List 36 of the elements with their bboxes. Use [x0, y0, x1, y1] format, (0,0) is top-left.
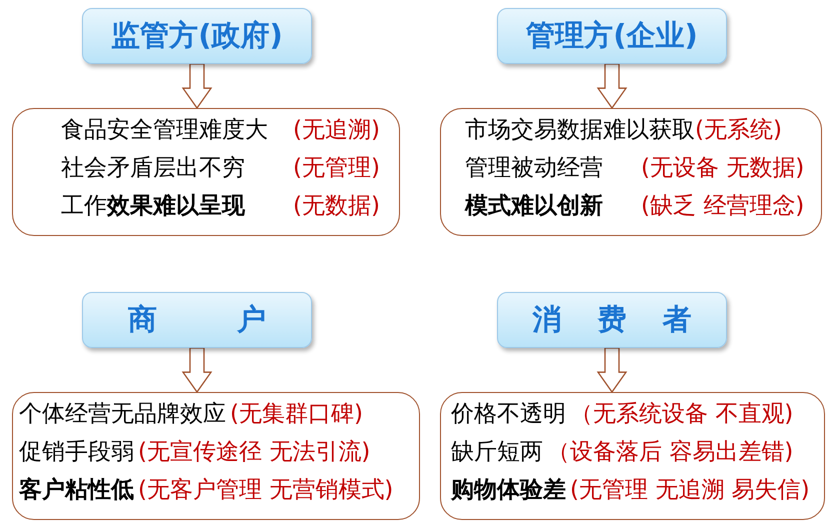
- arrow: [182, 63, 212, 110]
- problem-text: 个体经营无品牌效应: [19, 400, 226, 429]
- problem-box: [12, 392, 420, 520]
- cause-note: (无系统): [695, 117, 782, 143]
- problem-box: [12, 108, 400, 236]
- cause-note: (无客户管理 无营销模式): [138, 477, 394, 503]
- arrow: [596, 347, 628, 394]
- cause-note: (无集群口碑): [230, 401, 363, 427]
- cause-note: （设备落后 容易出差错): [547, 439, 794, 465]
- problem-text: 缺斤短两: [451, 438, 543, 467]
- header-box: 管理方(企业): [497, 8, 727, 64]
- cause-note: (无追溯): [293, 117, 380, 143]
- arrow: [182, 347, 212, 394]
- problem-text: 管理被动经营: [465, 154, 604, 183]
- header-box: 商 户: [82, 292, 312, 348]
- problem-box: [440, 108, 822, 236]
- cause-note: (缺乏 经营理念): [641, 193, 804, 219]
- cause-note: (无设备 无数据): [641, 155, 804, 181]
- problem-text: 促销手段弱: [19, 438, 134, 467]
- cause-note: （无系统设备 不直观): [570, 401, 794, 427]
- problem-box: [440, 392, 825, 520]
- problem-text: 模式难以创新: [465, 192, 604, 221]
- problem-text: 购物体验差: [451, 476, 566, 505]
- problem-text: 客户粘性低: [19, 476, 134, 505]
- problem-text: 工作效果难以呈现: [61, 192, 246, 221]
- cause-note: (无管理 无追溯 易失信): [570, 477, 810, 503]
- cause-note: (无宣传途径 无法引流): [138, 439, 370, 465]
- problem-text: 市场交易数据难以获取: [465, 116, 695, 145]
- problem-text: 食品安全管理难度大: [61, 116, 269, 145]
- cause-note: (无数据): [293, 193, 380, 219]
- problem-text: 价格不透明: [451, 400, 566, 429]
- header-box: 消 费 者: [497, 292, 727, 348]
- header-box: 监管方(政府): [82, 8, 312, 64]
- cause-note: (无管理): [293, 155, 380, 181]
- problem-text: 社会矛盾层出不穷: [61, 154, 246, 183]
- arrow: [596, 63, 628, 110]
